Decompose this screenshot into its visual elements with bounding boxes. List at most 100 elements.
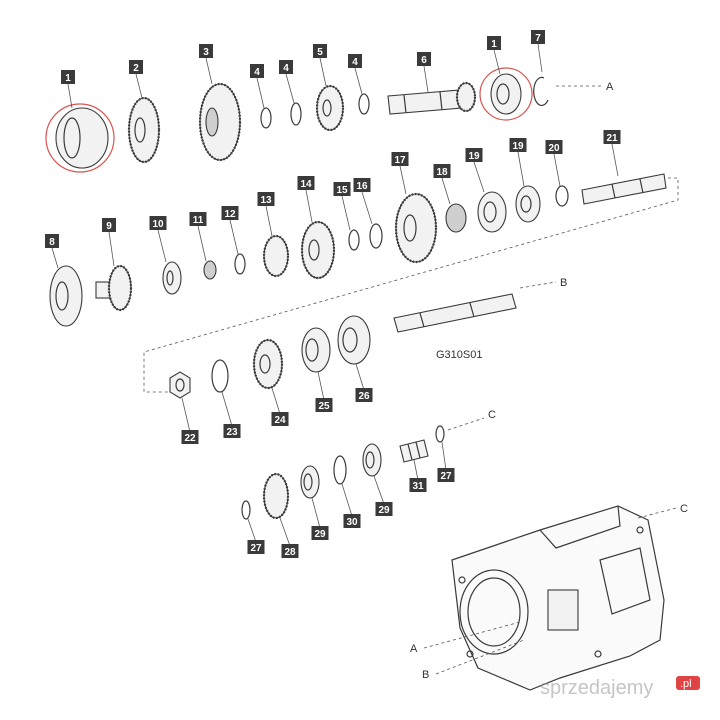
gear-part-5	[315, 84, 345, 132]
bearing-part-29b	[362, 443, 382, 477]
callout-number: 23	[226, 427, 238, 438]
callout-number: 16	[356, 181, 368, 192]
circlip-part-7	[533, 76, 549, 106]
callout-29: 29	[375, 502, 393, 516]
callout-14: 14	[297, 176, 315, 190]
bearing-part-29a	[300, 465, 320, 499]
hub-gear-part-9	[95, 264, 133, 312]
callout-number: 8	[49, 237, 55, 248]
callout-number: 30	[346, 517, 358, 528]
callout-21: 21	[603, 130, 621, 144]
callout-number: 27	[440, 471, 452, 482]
callout-8: 8	[45, 234, 59, 248]
callout-4: 4	[279, 60, 293, 74]
watermark: sprzedajemy .pl	[540, 676, 700, 699]
callout-4: 4	[250, 64, 264, 78]
gear-part-2	[127, 96, 161, 164]
callout-1: 1	[61, 70, 75, 84]
callout-20: 20	[545, 140, 563, 154]
bearing-part-26	[337, 315, 371, 365]
reference-letter-b-housing: B	[422, 669, 429, 681]
callout-number: 4	[352, 57, 358, 68]
snap-ring-part-27a	[241, 500, 251, 520]
reference-letter-a-top: A	[606, 81, 614, 93]
callout-26: 26	[355, 388, 373, 402]
washer-part-4b	[290, 102, 302, 126]
callout-number: 31	[412, 481, 424, 492]
callout-27: 27	[437, 468, 455, 482]
watermark-badge-bg	[676, 676, 700, 690]
callout-11: 11	[189, 212, 207, 226]
callout-23: 23	[223, 424, 241, 438]
shaft-part-31	[399, 439, 429, 463]
callout-number: 20	[548, 143, 560, 154]
callout-number: 6	[421, 55, 427, 66]
callout-number: 22	[184, 433, 196, 444]
callout-number: 24	[274, 415, 286, 426]
leader-lines	[51, 43, 619, 547]
callout-number: 26	[358, 391, 370, 402]
callout-1: 1	[487, 36, 501, 50]
snap-ring-part-4c	[358, 93, 370, 115]
gear-part-14	[300, 220, 336, 280]
watermark-text: sprzedajemy	[540, 677, 653, 699]
washer-part-12	[234, 253, 246, 275]
snap-ring-part-27b	[435, 425, 445, 443]
callout-7: 7	[531, 30, 545, 44]
callout-13: 13	[257, 192, 275, 206]
callout-number: 7	[535, 33, 541, 44]
callout-number: 1	[491, 39, 497, 50]
callout-15: 15	[333, 182, 351, 196]
gear-part-28	[262, 472, 290, 520]
snap-ring-part-15	[348, 229, 360, 251]
callout-19: 19	[465, 148, 483, 162]
snap-ring-part-20	[555, 185, 569, 207]
callout-number: 29	[314, 529, 326, 540]
callout-number: 9	[106, 221, 112, 232]
callout-2: 2	[129, 60, 143, 74]
snap-ring-part-30	[333, 455, 347, 485]
reference-letter-c-mid: C	[488, 409, 496, 421]
callout-number: 5	[317, 47, 323, 58]
callout-25: 25	[315, 398, 333, 412]
callout-number: 10	[152, 219, 164, 230]
callout-5: 5	[313, 44, 327, 58]
callout-number: 28	[284, 547, 296, 558]
callout-number: 19	[468, 151, 480, 162]
bearing-part-1-left	[45, 103, 115, 173]
bearing-part-25	[301, 327, 331, 373]
callout-28: 28	[281, 544, 299, 558]
bushing-part-18	[445, 203, 467, 233]
callout-number: 18	[436, 167, 448, 178]
callout-6: 6	[417, 52, 431, 66]
bearing-part-8	[49, 265, 83, 327]
callout-number: 3	[203, 47, 209, 58]
callout-22: 22	[181, 430, 199, 444]
reference-letter-c-housing: C	[680, 503, 688, 515]
transmission-housing	[451, 505, 665, 691]
callout-18: 18	[433, 164, 451, 178]
callout-4: 4	[348, 54, 362, 68]
washer-part-23	[211, 359, 229, 393]
callout-9: 9	[102, 218, 116, 232]
callout-24: 24	[271, 412, 289, 426]
watermark-badge: .pl	[680, 678, 692, 690]
callout-number: 13	[260, 195, 272, 206]
countershaft-b	[393, 293, 517, 333]
callout-number: 19	[512, 141, 524, 152]
gear-part-24	[252, 338, 284, 390]
highlight-circle-part-1-right	[479, 67, 533, 121]
highlight-circle-part-1-left	[45, 103, 115, 173]
callout-3: 3	[199, 44, 213, 58]
callout-10: 10	[149, 216, 167, 230]
callout-number: 29	[378, 505, 390, 516]
gear-part-3	[198, 82, 242, 162]
snap-ring-part-4a	[260, 107, 272, 129]
callout-number: 15	[336, 185, 348, 196]
callout-number: 2	[133, 63, 139, 74]
callout-number: 21	[606, 133, 618, 144]
nut-part-22	[169, 371, 191, 399]
gear-part-13	[262, 234, 290, 278]
